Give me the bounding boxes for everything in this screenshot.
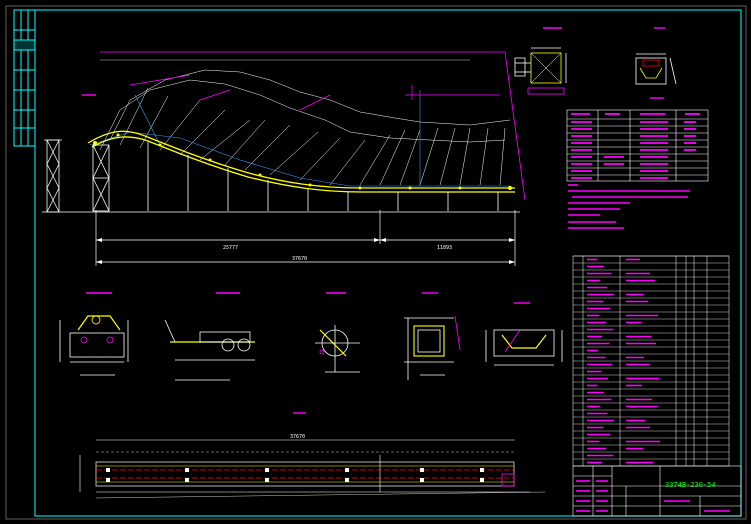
detail-view-5-trough-idler bbox=[485, 302, 563, 366]
plan-view-supports bbox=[106, 468, 484, 482]
detail-view-1-idler-front bbox=[59, 292, 129, 376]
title-block bbox=[572, 465, 742, 517]
detail-view-4-section-box bbox=[404, 292, 461, 380]
total-length-dimension: 37670 bbox=[292, 256, 308, 262]
technical-notes bbox=[568, 184, 690, 229]
view-title-marks bbox=[82, 27, 665, 99]
title-block-cells bbox=[576, 480, 730, 512]
drawing-number: 3374B-230-54 bbox=[665, 481, 716, 489]
parameter-table bbox=[566, 109, 709, 182]
plan-view bbox=[79, 412, 546, 499]
bom-rows bbox=[573, 255, 729, 464]
detail-view-3-drive-wheel bbox=[315, 292, 360, 373]
detail-view-2-head-pulley bbox=[164, 292, 255, 381]
segment-right-dimension: 11893 bbox=[437, 245, 453, 251]
segment-left-dimension: 25777 bbox=[223, 245, 239, 251]
plan-total-dimension: 37670 bbox=[290, 434, 306, 440]
top-detail-views bbox=[514, 47, 677, 95]
sheet-frame bbox=[5, 5, 747, 520]
parameter-table-entries bbox=[571, 113, 700, 179]
main-elevation-view bbox=[42, 51, 526, 266]
